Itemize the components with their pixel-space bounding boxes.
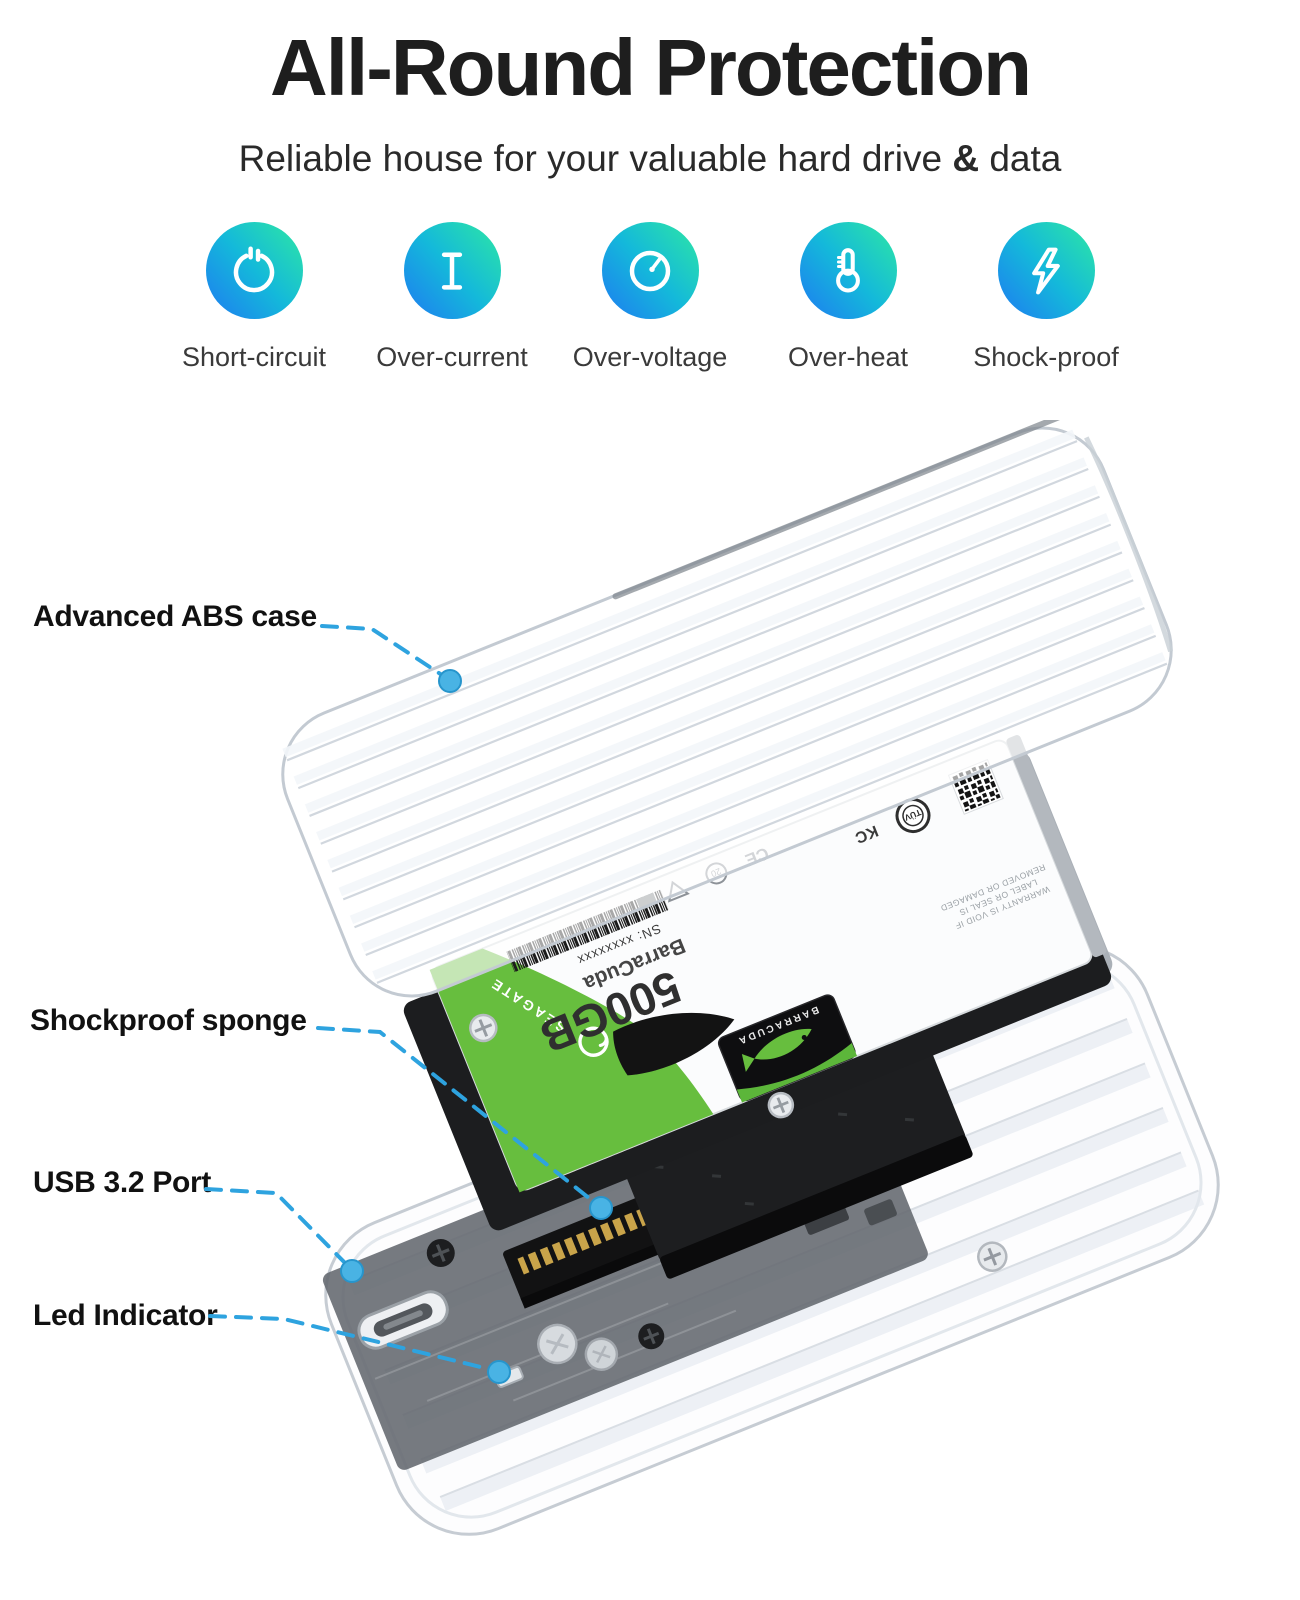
- current-icon: [403, 222, 501, 319]
- callout-sponge: Shockproof sponge: [30, 1004, 307, 1037]
- callout-usb-port: USB 3.2 Port: [33, 1166, 212, 1199]
- thermometer-icon: [799, 222, 897, 319]
- screw: [977, 1241, 1008, 1272]
- lightning-icon: [997, 222, 1095, 319]
- callout-abs-case: Advanced ABS case: [33, 600, 317, 633]
- feature-short-circuit: Short-circuit: [169, 222, 339, 373]
- feature-label: Short-circuit: [181, 342, 327, 372]
- screw: [426, 1239, 455, 1268]
- feature-over-voltage: Over-voltage: [565, 222, 735, 373]
- case-rib-highlights: [282, 429, 1166, 980]
- callout-led: Led Indicator: [33, 1299, 218, 1332]
- feature-shock-proof: Shock-proof: [961, 222, 1131, 373]
- screw: [767, 1091, 795, 1119]
- label-black-wedge: [613, 1012, 735, 1076]
- screw: [638, 1323, 665, 1350]
- page-subtitle: Reliable house for your valuable hard dr…: [238, 138, 1062, 179]
- ic-chip: [864, 1199, 897, 1226]
- case-ribs: [286, 440, 1168, 984]
- case-edge-shade: [612, 420, 1072, 600]
- enclosure-top-case: [281, 420, 1173, 998]
- case-gloss: [454, 595, 948, 843]
- protection-features-row: Short-circuit Over-current Over-voltage: [0, 222, 1300, 373]
- capacitor: [584, 1337, 619, 1371]
- drive-side-face: [1006, 735, 1107, 958]
- feature-label: Over-voltage: [572, 342, 728, 372]
- feature-label: Over-current: [376, 342, 528, 372]
- gauge-icon: [601, 222, 699, 319]
- barracuda-fish: [754, 1029, 812, 1060]
- page-title: All-Round Protection: [270, 23, 1032, 112]
- power-icon: [205, 222, 303, 319]
- feature-label: Shock-proof: [973, 342, 1119, 372]
- feature-label: Over-heat: [787, 342, 909, 372]
- feature-over-heat: Over-heat: [763, 222, 933, 373]
- capacitor: [537, 1323, 578, 1365]
- feature-over-current: Over-current: [367, 222, 537, 373]
